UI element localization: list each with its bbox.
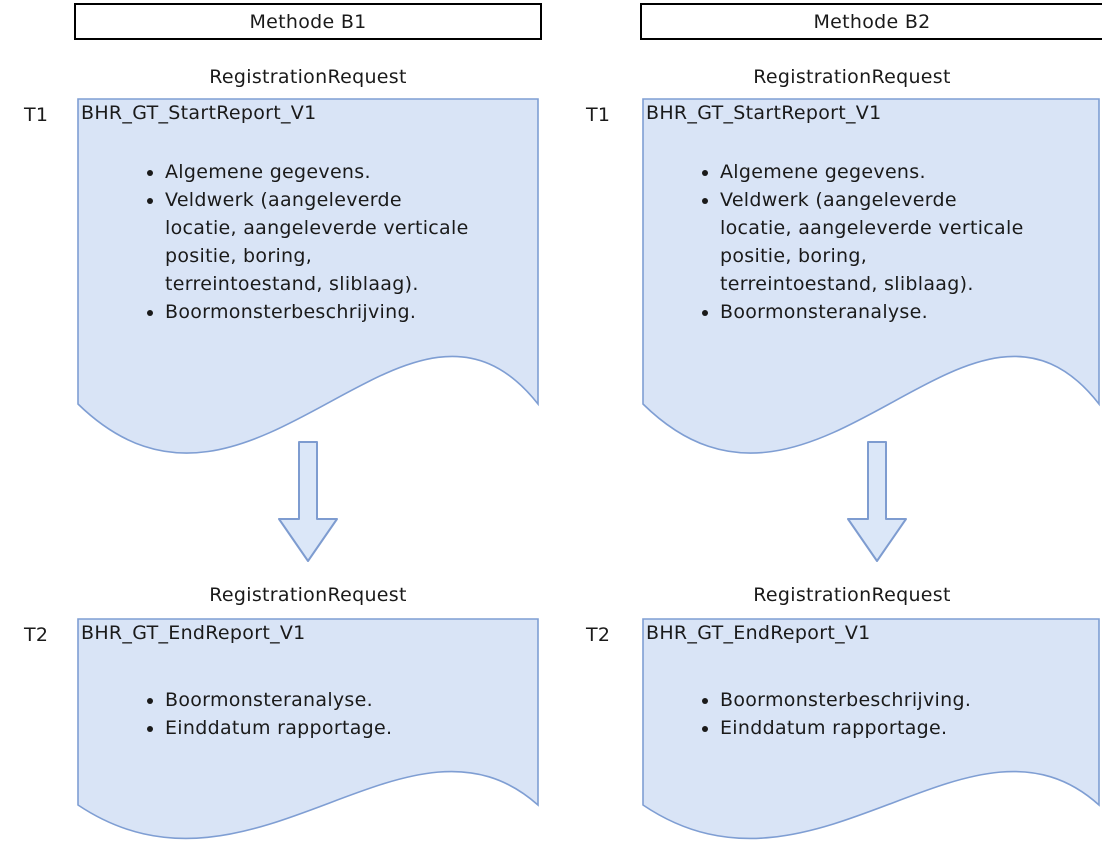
- document-shape-b2-start: BHR_GT_StartReport_V1 Algemene gegevens.…: [642, 98, 1100, 458]
- bullet-item-text: Boormonsteranalyse.: [165, 689, 373, 711]
- bullet-list: Boormonsterbeschrijving. Einddatum rappo…: [646, 686, 1098, 742]
- document-shape-b1-start: BHR_GT_StartReport_V1 Algemene gegevens.…: [77, 98, 539, 458]
- bullet-list: Boormonsteranalyse. Einddatum rapportage…: [81, 686, 537, 742]
- bullet-item: Boormonsterbeschrijving.: [165, 298, 537, 326]
- bullet-item: Boormonsteranalyse.: [165, 686, 537, 714]
- bullet-item-text: Veldwerk (aangeleverde locatie, aangelev…: [720, 189, 1024, 295]
- registration-request-label: RegistrationRequest: [753, 66, 951, 88]
- bullet-item-text: Algemene gegevens.: [720, 161, 926, 183]
- method-b2-header-label: Methode B2: [813, 10, 931, 33]
- method-b2-header: Methode B2: [640, 3, 1102, 40]
- bullet-item: Veldwerk (aangeleverde locatie, aangelev…: [165, 186, 537, 298]
- bullet-item-text: Einddatum rapportage.: [720, 717, 948, 739]
- bullet-item-text: Boormonsterbeschrijving.: [165, 301, 417, 323]
- down-arrow-icon: [277, 441, 339, 563]
- registration-request-label: RegistrationRequest: [209, 66, 407, 88]
- document-shape-b1-end: BHR_GT_EndReport_V1 Boormonsteranalyse. …: [77, 618, 539, 842]
- document-title: BHR_GT_EndReport_V1: [81, 622, 306, 644]
- method-b1-header: Methode B1: [74, 3, 542, 40]
- bullet-item: Boormonsterbeschrijving.: [720, 686, 1098, 714]
- bullet-item: Einddatum rapportage.: [720, 714, 1098, 742]
- bullet-item: Algemene gegevens.: [720, 158, 1098, 186]
- document-wave-outline: [642, 98, 1100, 454]
- bullet-item: Veldwerk (aangeleverde locatie, aangelev…: [720, 186, 1098, 298]
- bullet-list: Algemene gegevens. Veldwerk (aangeleverd…: [81, 158, 537, 326]
- bullet-item: Algemene gegevens.: [165, 158, 537, 186]
- bullet-item-text: Algemene gegevens.: [165, 161, 371, 183]
- registration-request-label: RegistrationRequest: [209, 584, 407, 606]
- time-label-t2: T2: [24, 624, 49, 646]
- time-label-t2: T2: [586, 624, 611, 646]
- document-title: BHR_GT_StartReport_V1: [646, 102, 882, 124]
- document-title: BHR_GT_StartReport_V1: [81, 102, 317, 124]
- bullet-list: Algemene gegevens. Veldwerk (aangeleverd…: [646, 158, 1098, 326]
- method-b1-header-label: Methode B1: [249, 10, 367, 33]
- document-wave-outline: [642, 618, 1100, 840]
- document-wave-outline: [77, 98, 539, 454]
- time-label-t1: T1: [24, 104, 49, 126]
- down-arrow-icon: [846, 441, 908, 563]
- bullet-item-text: Einddatum rapportage.: [165, 717, 393, 739]
- bullet-item-text: Boormonsterbeschrijving.: [720, 689, 972, 711]
- document-wave-outline: [77, 618, 539, 840]
- document-title: BHR_GT_EndReport_V1: [646, 622, 871, 644]
- bullet-item: Boormonsteranalyse.: [720, 298, 1098, 326]
- time-label-t1: T1: [586, 104, 611, 126]
- document-shape-b2-end: BHR_GT_EndReport_V1 Boormonsterbeschrijv…: [642, 618, 1100, 842]
- bullet-item-text: Boormonsteranalyse.: [720, 301, 928, 323]
- registration-request-label: RegistrationRequest: [753, 584, 951, 606]
- bullet-item-text: Veldwerk (aangeleverde locatie, aangelev…: [165, 189, 469, 295]
- bullet-item: Einddatum rapportage.: [165, 714, 537, 742]
